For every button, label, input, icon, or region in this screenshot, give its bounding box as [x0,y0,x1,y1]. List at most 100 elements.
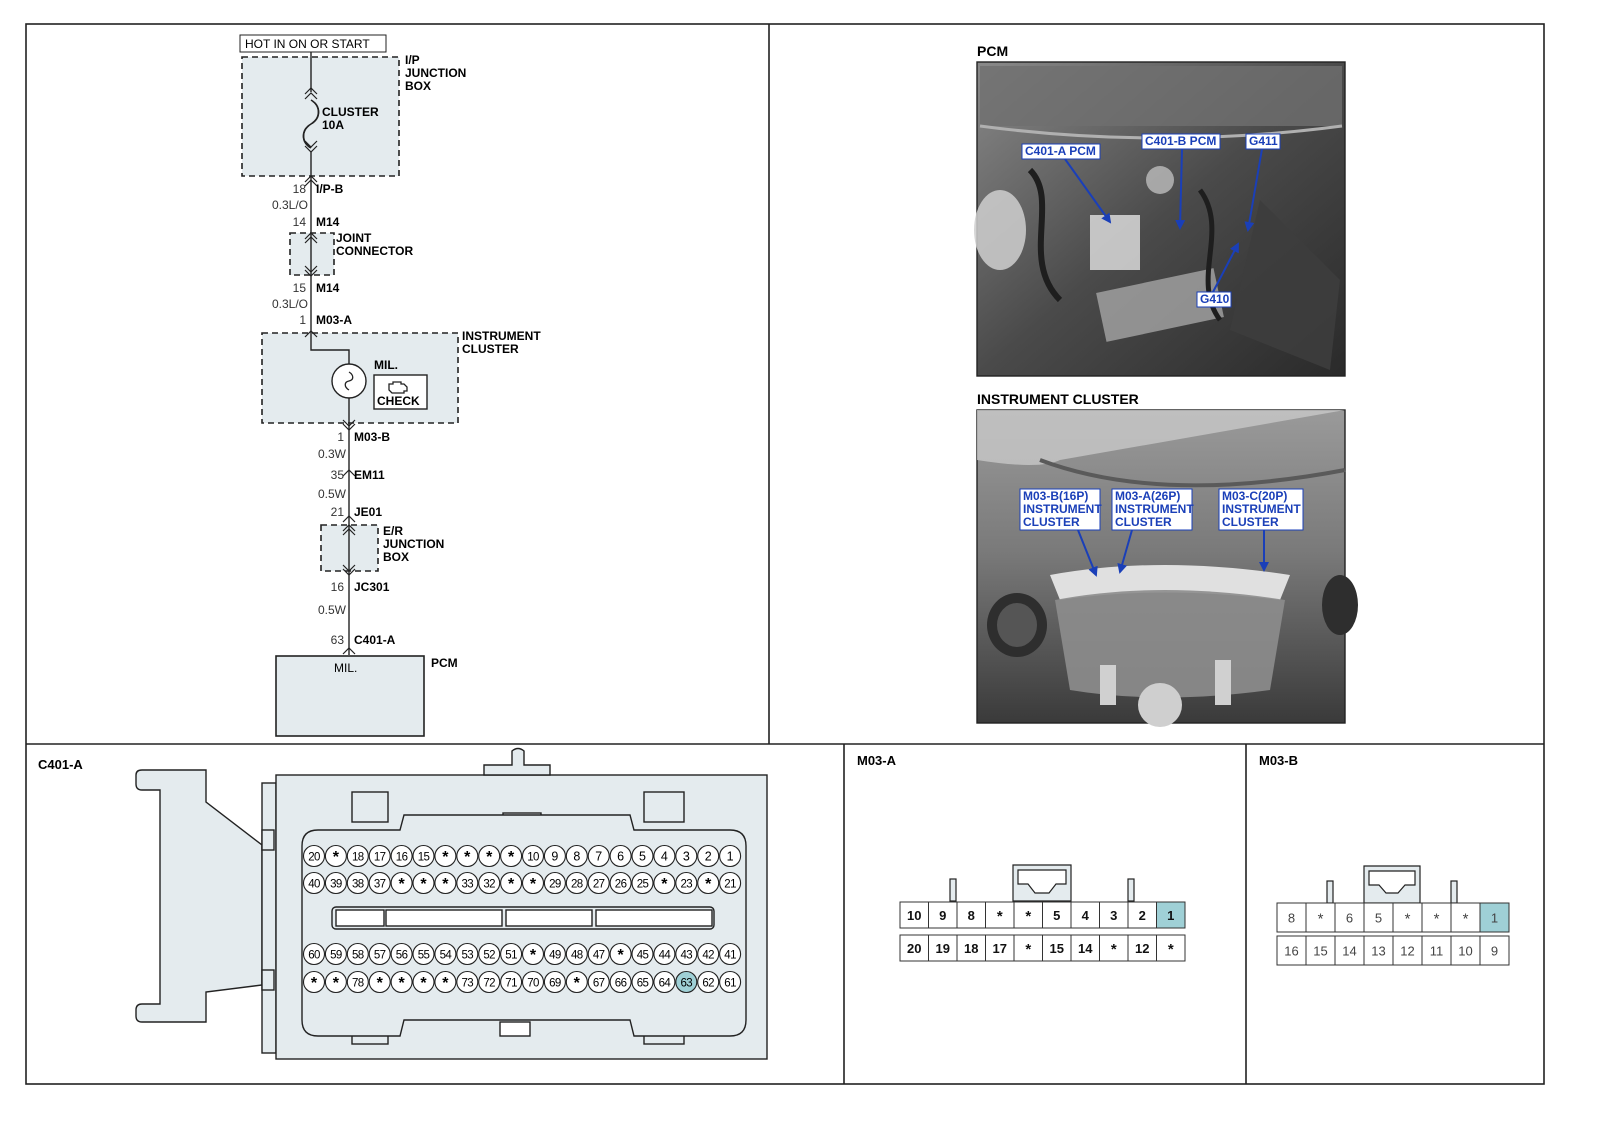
svg-text:4: 4 [661,850,668,864]
c401a-pin: 28 [565,871,588,895]
c401a-pin: 32 [478,871,501,895]
m03a-pin: 18 [956,934,986,962]
svg-text:*: * [1434,911,1440,928]
svg-text:42: 42 [702,950,714,962]
svg-text:54: 54 [440,950,453,962]
c401a-pin: 17 [368,844,391,868]
c401a-pin: 40 [302,871,326,895]
c401a-pin: 18 [346,844,369,868]
c401a-pin: 33 [456,871,479,895]
svg-text:33: 33 [462,879,474,891]
c401a-pin-blank: * [390,970,413,994]
svg-text:16: 16 [396,852,408,864]
svg-text:13: 13 [1371,944,1385,959]
connector-id: M03-B [354,430,390,444]
svg-text:40: 40 [308,879,320,891]
svg-text:41: 41 [724,950,736,962]
svg-text:*: * [508,849,515,866]
svg-text:65: 65 [637,978,649,990]
svg-text:*: * [1025,908,1031,925]
svg-text:70: 70 [527,978,539,990]
m03b-pin: 12 [1392,935,1423,966]
svg-text:*: * [1405,911,1411,928]
svg-text:49: 49 [549,950,561,962]
c401a-pin-blank: * [500,871,523,895]
svg-text:*: * [420,876,427,893]
pin-number: 18 [293,182,307,196]
svg-text:56: 56 [396,950,408,962]
c401a-pin: 56 [390,942,413,966]
photo-callout: C401-A PCM [1021,143,1112,224]
wire-spec: 0.5W [318,603,347,617]
c401a-pin-blank: * [412,970,435,994]
svg-text:15: 15 [1050,941,1064,956]
c401a-pin-blank: * [302,970,326,994]
svg-text:17: 17 [374,852,386,864]
m03b-pin-blank: * [1392,902,1423,933]
c401a-pin-blank: * [434,844,457,868]
c401a-pin-blank: * [324,970,347,994]
m03a-pin: 4 [1070,901,1100,929]
svg-text:72: 72 [483,978,495,990]
c401a-pin: 42 [697,942,720,966]
m03a-pin-blank: * [985,901,1015,929]
svg-text:37: 37 [374,879,386,891]
c401a-pin: 8 [565,844,588,868]
m03a-pin: 1 [1156,901,1186,929]
c401a-pin: 60 [302,942,326,966]
m03a-pin: 9 [928,901,958,929]
svg-text:1: 1 [1167,908,1174,923]
c401a-pin: 4 [653,844,676,868]
connector-id: EM11 [354,468,385,482]
svg-text:19: 19 [936,941,950,956]
svg-text:58: 58 [352,950,364,962]
pin-number: 63 [331,633,345,647]
c401a-pin: 53 [456,942,479,966]
wire-spec: 0.3L/O [272,297,308,311]
svg-text:66: 66 [615,978,627,990]
svg-text:23: 23 [681,879,693,891]
connector-id: M03-A [316,313,352,327]
m03b-pin: 11 [1421,935,1452,966]
svg-text:*: * [661,876,668,893]
svg-text:*: * [1463,911,1469,928]
svg-text:3: 3 [1110,908,1117,923]
c401a-pin: 54 [434,942,457,966]
svg-text:10: 10 [907,908,921,923]
c401a-pin: 64 [653,970,676,994]
callout-arrow [1077,529,1098,577]
connector-id: JE01 [354,505,382,519]
connector-id: M14 [316,281,340,295]
c401a-pin: 43 [675,942,698,966]
c401a-pin: 9 [543,844,566,868]
c401a-pin-blank: * [521,942,545,966]
svg-text:38: 38 [352,879,364,891]
pin-number: 14 [293,215,307,229]
svg-text:5: 5 [639,850,646,864]
c401a-pin: 7 [587,844,610,868]
c401a-pin: 71 [500,970,523,994]
cluster-photo [976,409,1358,727]
m03a-pin-blank: * [1013,901,1043,929]
c401a-pin-blank: * [434,970,457,994]
c401a-pin: 52 [478,942,501,966]
svg-text:21: 21 [724,879,736,891]
svg-text:78: 78 [352,978,364,990]
svg-text:51: 51 [505,950,517,962]
callout-arrow [1212,242,1239,293]
svg-text:47: 47 [593,950,605,962]
svg-text:67: 67 [593,978,605,990]
power-source-label: HOT IN ON OR START [245,37,370,51]
callout-arrow [1117,529,1133,574]
photo-callout: C401-B PCM [1141,133,1221,230]
m03b-pin: 15 [1305,935,1336,966]
